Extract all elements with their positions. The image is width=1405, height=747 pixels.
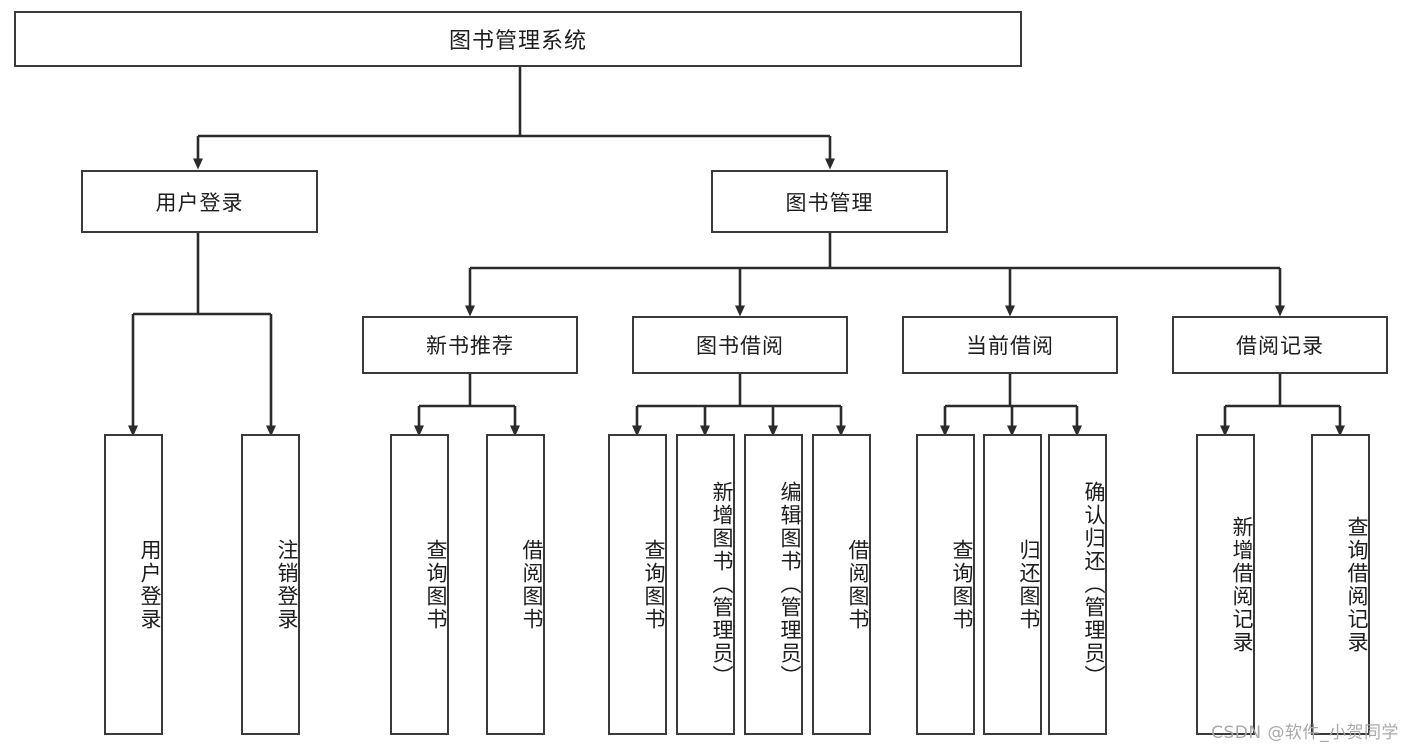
node-new-book-recommend[interactable]: 新书推荐	[362, 316, 578, 374]
node-user-login[interactable]: 用户登录	[81, 170, 318, 233]
leaf-query-book-current[interactable]: 查询图书	[916, 434, 975, 735]
leaf-borrow-book-recommend[interactable]: 借阅图书	[486, 434, 545, 735]
leaf-add-borrow-record[interactable]: 新增借阅记录	[1196, 434, 1255, 735]
leaf-edit-book-admin[interactable]: 编辑图书（管理员）	[744, 434, 803, 735]
node-book-borrow[interactable]: 图书借阅	[632, 316, 848, 374]
node-borrow-record[interactable]: 借阅记录	[1172, 316, 1388, 374]
watermark: CSDN @软件_小贺同学	[1211, 723, 1399, 743]
leaf-query-book-borrow[interactable]: 查询图书	[608, 434, 667, 735]
node-root[interactable]: 图书管理系统	[14, 11, 1022, 67]
leaf-logout[interactable]: 注销登录	[241, 434, 300, 735]
leaf-add-book-admin[interactable]: 新增图书（管理员）	[676, 434, 735, 735]
leaf-borrow-book[interactable]: 借阅图书	[812, 434, 871, 735]
leaf-query-borrow-record[interactable]: 查询借阅记录	[1311, 434, 1370, 735]
node-book-management[interactable]: 图书管理	[711, 170, 948, 233]
leaf-return-book[interactable]: 归还图书	[983, 434, 1042, 735]
leaf-confirm-return-admin[interactable]: 确认归还（管理员）	[1048, 434, 1107, 735]
node-current-borrow[interactable]: 当前借阅	[902, 316, 1118, 374]
leaf-user-login[interactable]: 用户登录	[104, 434, 163, 735]
leaf-query-book-recommend[interactable]: 查询图书	[390, 434, 449, 735]
